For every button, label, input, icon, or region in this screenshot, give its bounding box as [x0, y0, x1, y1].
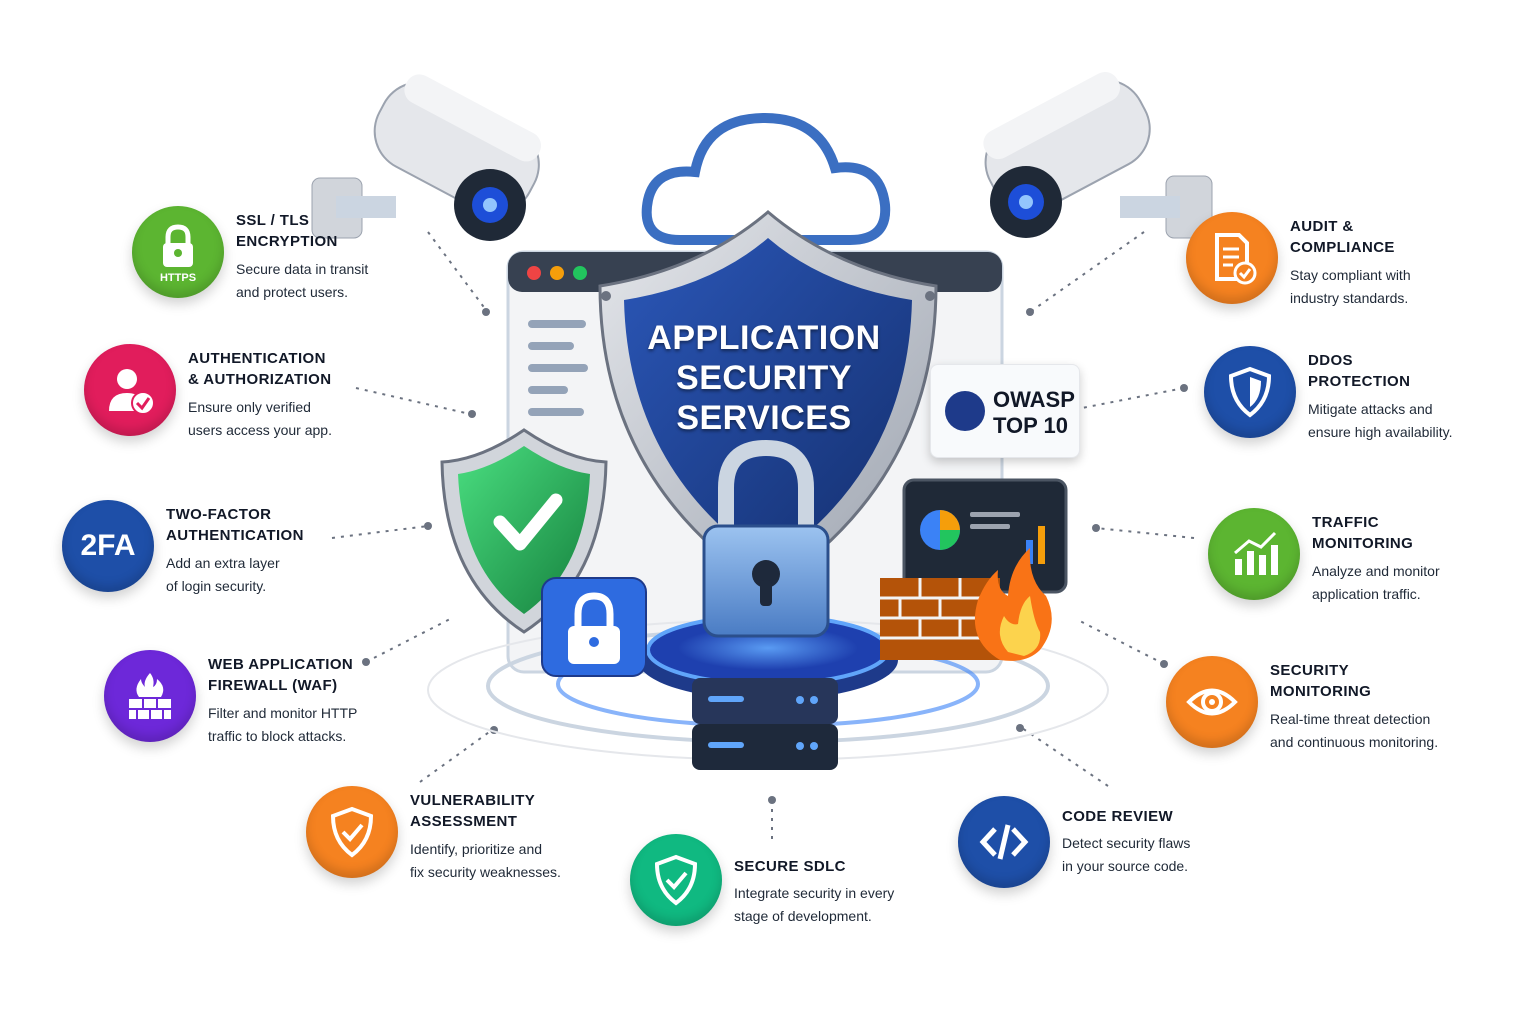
padlock-large-icon: [702, 439, 830, 638]
owasp-sub: TOP 10: [993, 413, 1069, 438]
hero-title-line2: SECURITY: [676, 359, 852, 397]
2fa-icon: 2FA: [62, 500, 154, 592]
padlock-icon: HTTPS: [132, 206, 224, 298]
service-desc: Integrate security in every stage of dev…: [734, 885, 895, 924]
https-label: HTTPS: [159, 272, 197, 284]
service-title: TRAFFIC MONITORING: [1312, 514, 1414, 552]
camera-right-icon: [983, 72, 1213, 239]
camera-left-icon: [311, 74, 542, 241]
service-desc: Mitigate attacks and ensure high availab…: [1308, 401, 1453, 440]
service-title: WEB APPLICATION FIREWALL (WAF): [208, 656, 354, 694]
service-desc: Filter and monitor HTTP traffic to block…: [208, 705, 358, 744]
service-desc: Add an extra layer of login security.: [166, 555, 280, 594]
service-title: TWO-FACTOR AUTHENTICATION: [166, 506, 304, 544]
shield-check-icon: [306, 786, 398, 878]
service-desc: Real-time threat detection and continuou…: [1270, 711, 1439, 750]
dashboard-icon: [902, 478, 1068, 594]
service-title: AUTHENTICATION & AUTHORIZATION: [188, 350, 332, 388]
2fa-label: 2FA: [80, 529, 136, 562]
hero-title-line1: APPLICATION: [647, 319, 881, 357]
service-title: AUDIT & COMPLIANCE: [1290, 218, 1395, 256]
service-desc: Stay compliant with industry standards.: [1290, 267, 1411, 306]
firewall-icon: [104, 650, 196, 742]
service-title: DDoS PROTECTION: [1308, 352, 1411, 390]
service-desc: Ensure only verified users access your a…: [188, 399, 332, 438]
service-title: SECURITY MONITORING: [1270, 662, 1372, 700]
service-desc: Secure data in transit and protect users…: [236, 261, 369, 300]
service-title: VULNERABILITY ASSESSMENT: [410, 792, 536, 830]
service-desc: Identify, prioritize and fix security we…: [410, 841, 561, 880]
document-check-icon: [1186, 212, 1278, 304]
owasp-logo-icon: [945, 391, 985, 431]
server-stack-icon: [692, 678, 838, 770]
chart-icon: [1208, 508, 1300, 600]
hero-title-line3: SERVICES: [676, 399, 852, 437]
service-title: SECURE SDLC: [734, 858, 846, 875]
service-desc: Detect security flaws in your source cod…: [1062, 835, 1191, 874]
owasp-badge: OWASP TOP 10: [930, 364, 1080, 458]
service-desc: Analyze and monitor application traffic.: [1312, 563, 1440, 602]
shield-icon: [1204, 346, 1296, 438]
eye-icon: [1166, 656, 1258, 748]
code-icon: [958, 796, 1050, 888]
owasp-name: OWASP: [993, 387, 1075, 412]
lock-tile-icon: [541, 577, 647, 677]
user-check-icon: [84, 344, 176, 436]
shield-check-icon: [630, 834, 722, 926]
main-shield-icon: [598, 210, 938, 592]
firewall-wall-icon: [880, 548, 1052, 661]
connector-lines: [331, 231, 1195, 842]
service-title: SSL / TLS ENCRYPTION: [236, 212, 338, 250]
hero-title: APPLICATION SECURITY SERVICES: [628, 318, 900, 438]
service-title: CODE REVIEW: [1062, 808, 1174, 825]
cloud-icon: [641, 112, 891, 245]
